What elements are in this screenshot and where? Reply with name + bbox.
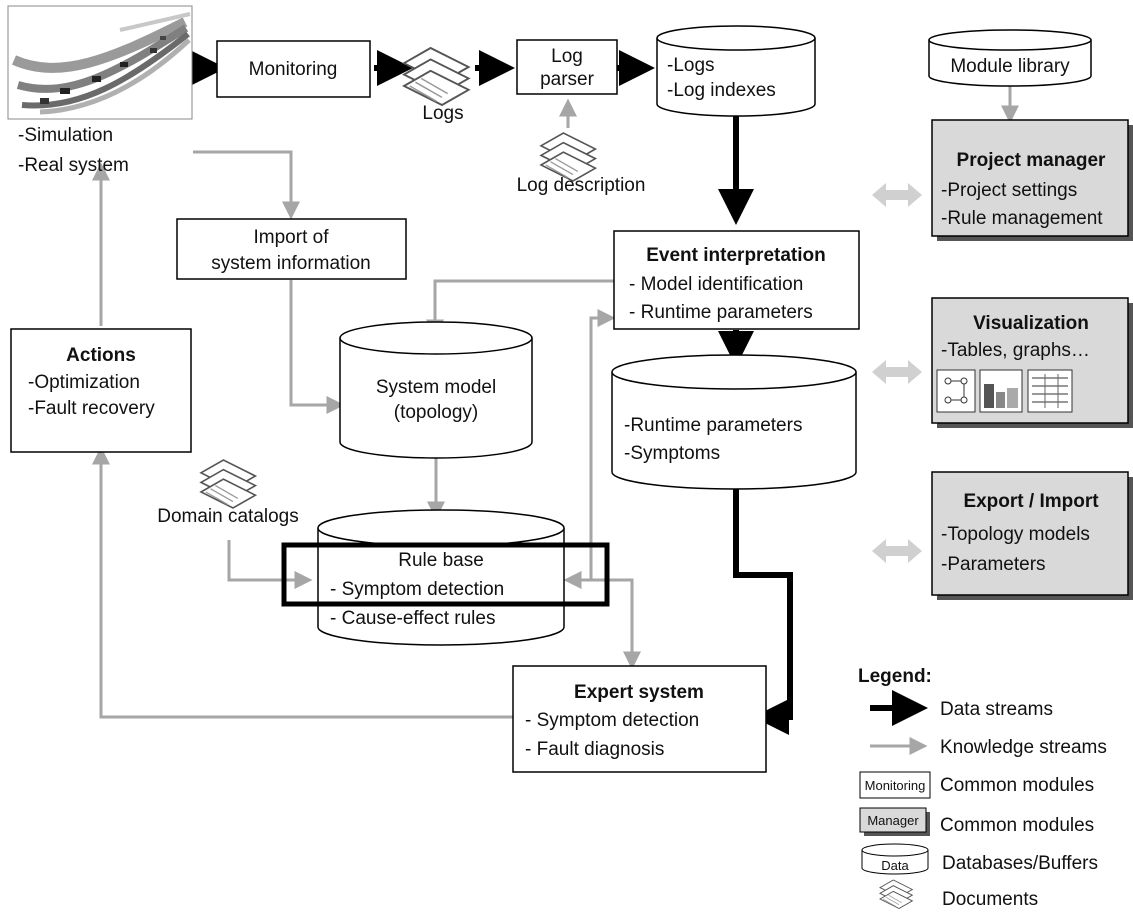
domain-catalogs-documents-icon xyxy=(200,459,257,509)
module-library-label: Module library xyxy=(950,56,1070,77)
legend-label-database: Databases/Buffers xyxy=(942,853,1098,874)
legend-label-documents: Documents xyxy=(942,889,1038,910)
log-parser-line-1: Log xyxy=(551,46,583,67)
export-import-box: Export / Import -Topology models -Parame… xyxy=(931,471,1133,600)
export-import-line-2: -Parameters xyxy=(941,554,1046,575)
expert-system-line-1: - Symptom detection xyxy=(525,710,699,731)
import-info-line-1: Import of xyxy=(254,227,330,248)
legend-label-analysis: Common modules xyxy=(940,775,1094,796)
legend: Legend: Data streams Knowledge streams M… xyxy=(858,666,1107,910)
system-model-line-2: (topology) xyxy=(394,402,479,423)
data-streams xyxy=(190,50,928,735)
runtime-db-line-1: -Runtime parameters xyxy=(624,415,802,436)
expert-system-line-2: - Fault diagnosis xyxy=(525,739,664,760)
logs-db-line-1: -Logs xyxy=(667,55,715,76)
module-library-database: Module library xyxy=(928,29,1092,87)
legend-label-common: Common modules xyxy=(940,815,1094,836)
arrow-catalogs-to-rulebase xyxy=(227,540,313,589)
double-arrow-visualization xyxy=(872,360,922,384)
logs-database: -Logs -Log indexes xyxy=(656,25,816,117)
actions-line-2: -Fault recovery xyxy=(28,398,155,419)
legend-label-data: Data streams xyxy=(940,699,1053,720)
log-parser-box: Log parser xyxy=(516,39,618,95)
visualization-title: Visualization xyxy=(973,313,1089,334)
monitoring-label: Monitoring xyxy=(249,59,338,80)
legend-common-sample xyxy=(859,807,927,833)
simulation-image xyxy=(7,5,193,120)
log-description-documents-icon xyxy=(540,132,597,182)
legend-analysis-sample xyxy=(859,771,931,799)
arrow-import-to-sysmodel xyxy=(289,280,345,414)
expert-system-box: Expert system - Symptom detection - Faul… xyxy=(512,665,767,773)
legend-label-knowledge: Knowledge streams xyxy=(940,737,1107,758)
log-parser-line-2: parser xyxy=(540,69,595,90)
project-manager-title: Project manager xyxy=(957,150,1106,171)
arrow-rulebase-to-runtime xyxy=(589,309,616,580)
project-manager-line-1: -Project settings xyxy=(941,180,1077,201)
visualization-line-1: -Tables, graphs… xyxy=(941,340,1090,361)
import-info-line-2: system information xyxy=(211,253,370,274)
logs-db-line-2: -Log indexes xyxy=(667,80,776,101)
logs-documents-icon xyxy=(403,47,470,106)
rule-base-line-1: - Symptom detection xyxy=(330,579,504,600)
runtime-parameters-database: -Runtime parameters -Symptoms xyxy=(611,354,857,490)
event-interpretation-line-1: - Model identification xyxy=(629,274,803,295)
bidirectional-arrows xyxy=(872,183,922,563)
system-model-line-1: System model xyxy=(376,377,496,398)
actions-title: Actions xyxy=(66,345,136,366)
system-model-database: System model (topology) xyxy=(339,321,533,459)
rule-base-line-2: - Cause-effect rules xyxy=(330,608,495,629)
bar-chart-thumbnail-icon xyxy=(979,369,1023,413)
double-arrow-manager xyxy=(872,183,922,207)
rule-base-title: Rule base xyxy=(398,550,484,571)
legend-database-sample-text: Data xyxy=(881,858,909,873)
log-description-label: Log description xyxy=(517,175,646,196)
export-import-title: Export / Import xyxy=(963,491,1099,512)
event-interpretation-title: Event interpretation xyxy=(646,245,825,266)
expert-system-title: Expert system xyxy=(574,682,704,703)
graph-thumbnail-icon xyxy=(936,369,976,413)
rule-base-database: Rule base - Symptom detection - Cause-ef… xyxy=(317,509,565,646)
project-manager-line-2: -Rule management xyxy=(941,208,1103,229)
source-line-2: -Real system xyxy=(18,155,129,176)
actions-line-1: -Optimization xyxy=(28,372,140,393)
source-line-1: -Simulation xyxy=(18,125,113,146)
legend-common-sample-text: Manager xyxy=(867,813,919,828)
arrow-runtime-to-expert xyxy=(733,488,793,735)
arrow-expert-to-actions xyxy=(92,446,513,719)
domain-catalogs-label: Domain catalogs xyxy=(157,506,299,527)
table-thumbnail-icon xyxy=(1027,369,1073,413)
double-arrow-export xyxy=(872,539,922,563)
arrow-event-to-sysmodel xyxy=(426,279,614,338)
event-interpretation-box: Event interpretation - Model identificat… xyxy=(613,230,860,330)
runtime-db-line-2: -Symptoms xyxy=(624,443,720,464)
legend-documents-icon xyxy=(879,879,913,909)
actions-box: Actions -Optimization -Fault recovery xyxy=(10,328,192,453)
import-info-box: Import of system information xyxy=(176,218,407,280)
arrow-source-to-import xyxy=(193,150,300,220)
project-manager-box: Project manager -Project settings -Rule … xyxy=(931,119,1133,241)
export-import-line-1: -Topology models xyxy=(941,524,1090,545)
highlight-frame xyxy=(281,542,610,607)
logs-label: Logs xyxy=(422,103,463,124)
monitoring-box: Monitoring xyxy=(216,40,371,98)
arrow-rulebase-to-expert xyxy=(591,578,641,670)
visualization-box: Visualization -Tables, graphs… xyxy=(931,297,1133,428)
legend-database-sample: Data xyxy=(861,843,929,875)
event-interpretation-line-2: - Runtime parameters xyxy=(629,302,813,323)
legend-title: Legend: xyxy=(858,666,932,687)
legend-analysis-sample-text: Monitoring xyxy=(865,778,926,793)
